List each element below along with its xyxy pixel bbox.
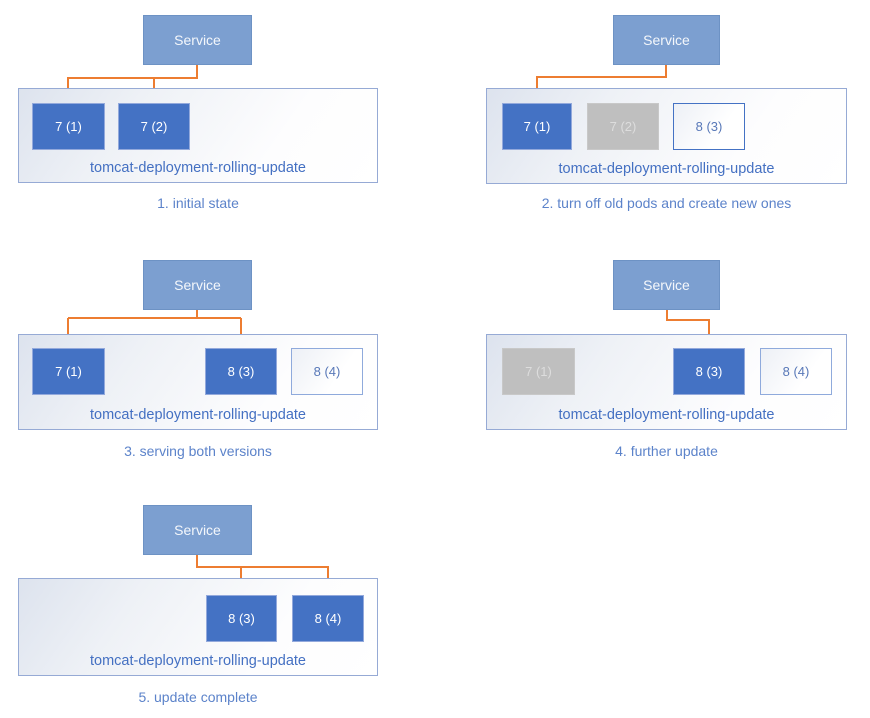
pod-label: 8 (3) — [227, 364, 255, 379]
pod-7-2: 7 (2) — [587, 103, 659, 150]
pod-label: 7 (1) — [55, 364, 82, 379]
deployment-label: tomcat-deployment-rolling-update — [90, 160, 306, 176]
service-label: Service — [174, 32, 221, 48]
service-box: Service — [613, 15, 720, 65]
pod-8-4: 8 (4) — [760, 348, 832, 395]
service-label: Service — [643, 32, 690, 48]
pod-7-2: 7 (2) — [118, 103, 190, 150]
step-caption: 4. further update — [615, 443, 718, 459]
deployment-label: tomcat-deployment-rolling-update — [90, 407, 306, 423]
pod-label: 8 (4) — [314, 611, 342, 626]
pod-8-3: 8 (3) — [206, 595, 277, 642]
pod-7-1: 7 (1) — [32, 348, 105, 395]
service-box: Service — [143, 505, 252, 555]
pod-label: 7 (1) — [55, 119, 82, 134]
pod-label: 7 (2) — [140, 119, 168, 134]
pod-8-4: 8 (4) — [292, 595, 364, 642]
pod-7-1: 7 (1) — [502, 103, 572, 150]
pod-8-3: 8 (3) — [673, 103, 745, 150]
deployment-label: tomcat-deployment-rolling-update — [558, 407, 775, 423]
pod-8-4: 8 (4) — [291, 348, 363, 395]
pod-7-1: 7 (1) — [502, 348, 575, 395]
pod-label: 8 (4) — [782, 364, 810, 379]
step-caption: 1. initial state — [157, 195, 239, 211]
pod-8-3: 8 (3) — [205, 348, 277, 395]
step-caption: 5. update complete — [138, 689, 258, 705]
pod-label: 8 (4) — [313, 364, 341, 379]
pod-label: 7 (1) — [525, 364, 552, 379]
pod-label: 8 (3) — [695, 119, 723, 134]
pod-label: 7 (2) — [609, 119, 637, 134]
pod-8-3: 8 (3) — [673, 348, 745, 395]
deployment-label: tomcat-deployment-rolling-update — [90, 653, 306, 669]
service-label: Service — [643, 277, 690, 293]
step-caption: 2. turn off old pods and create new ones — [541, 195, 792, 211]
step-caption: 3. serving both versions — [124, 443, 272, 459]
deployment-label: tomcat-deployment-rolling-update — [558, 161, 775, 177]
pod-label: 7 (1) — [523, 119, 551, 134]
service-box: Service — [143, 260, 252, 310]
pod-7-1: 7 (1) — [32, 103, 105, 150]
service-label: Service — [174, 522, 221, 538]
pod-label: 8 (3) — [228, 611, 255, 626]
pod-label: 8 (3) — [695, 364, 723, 379]
service-box: Service — [613, 260, 720, 310]
service-box: Service — [143, 15, 252, 65]
service-label: Service — [174, 277, 221, 293]
